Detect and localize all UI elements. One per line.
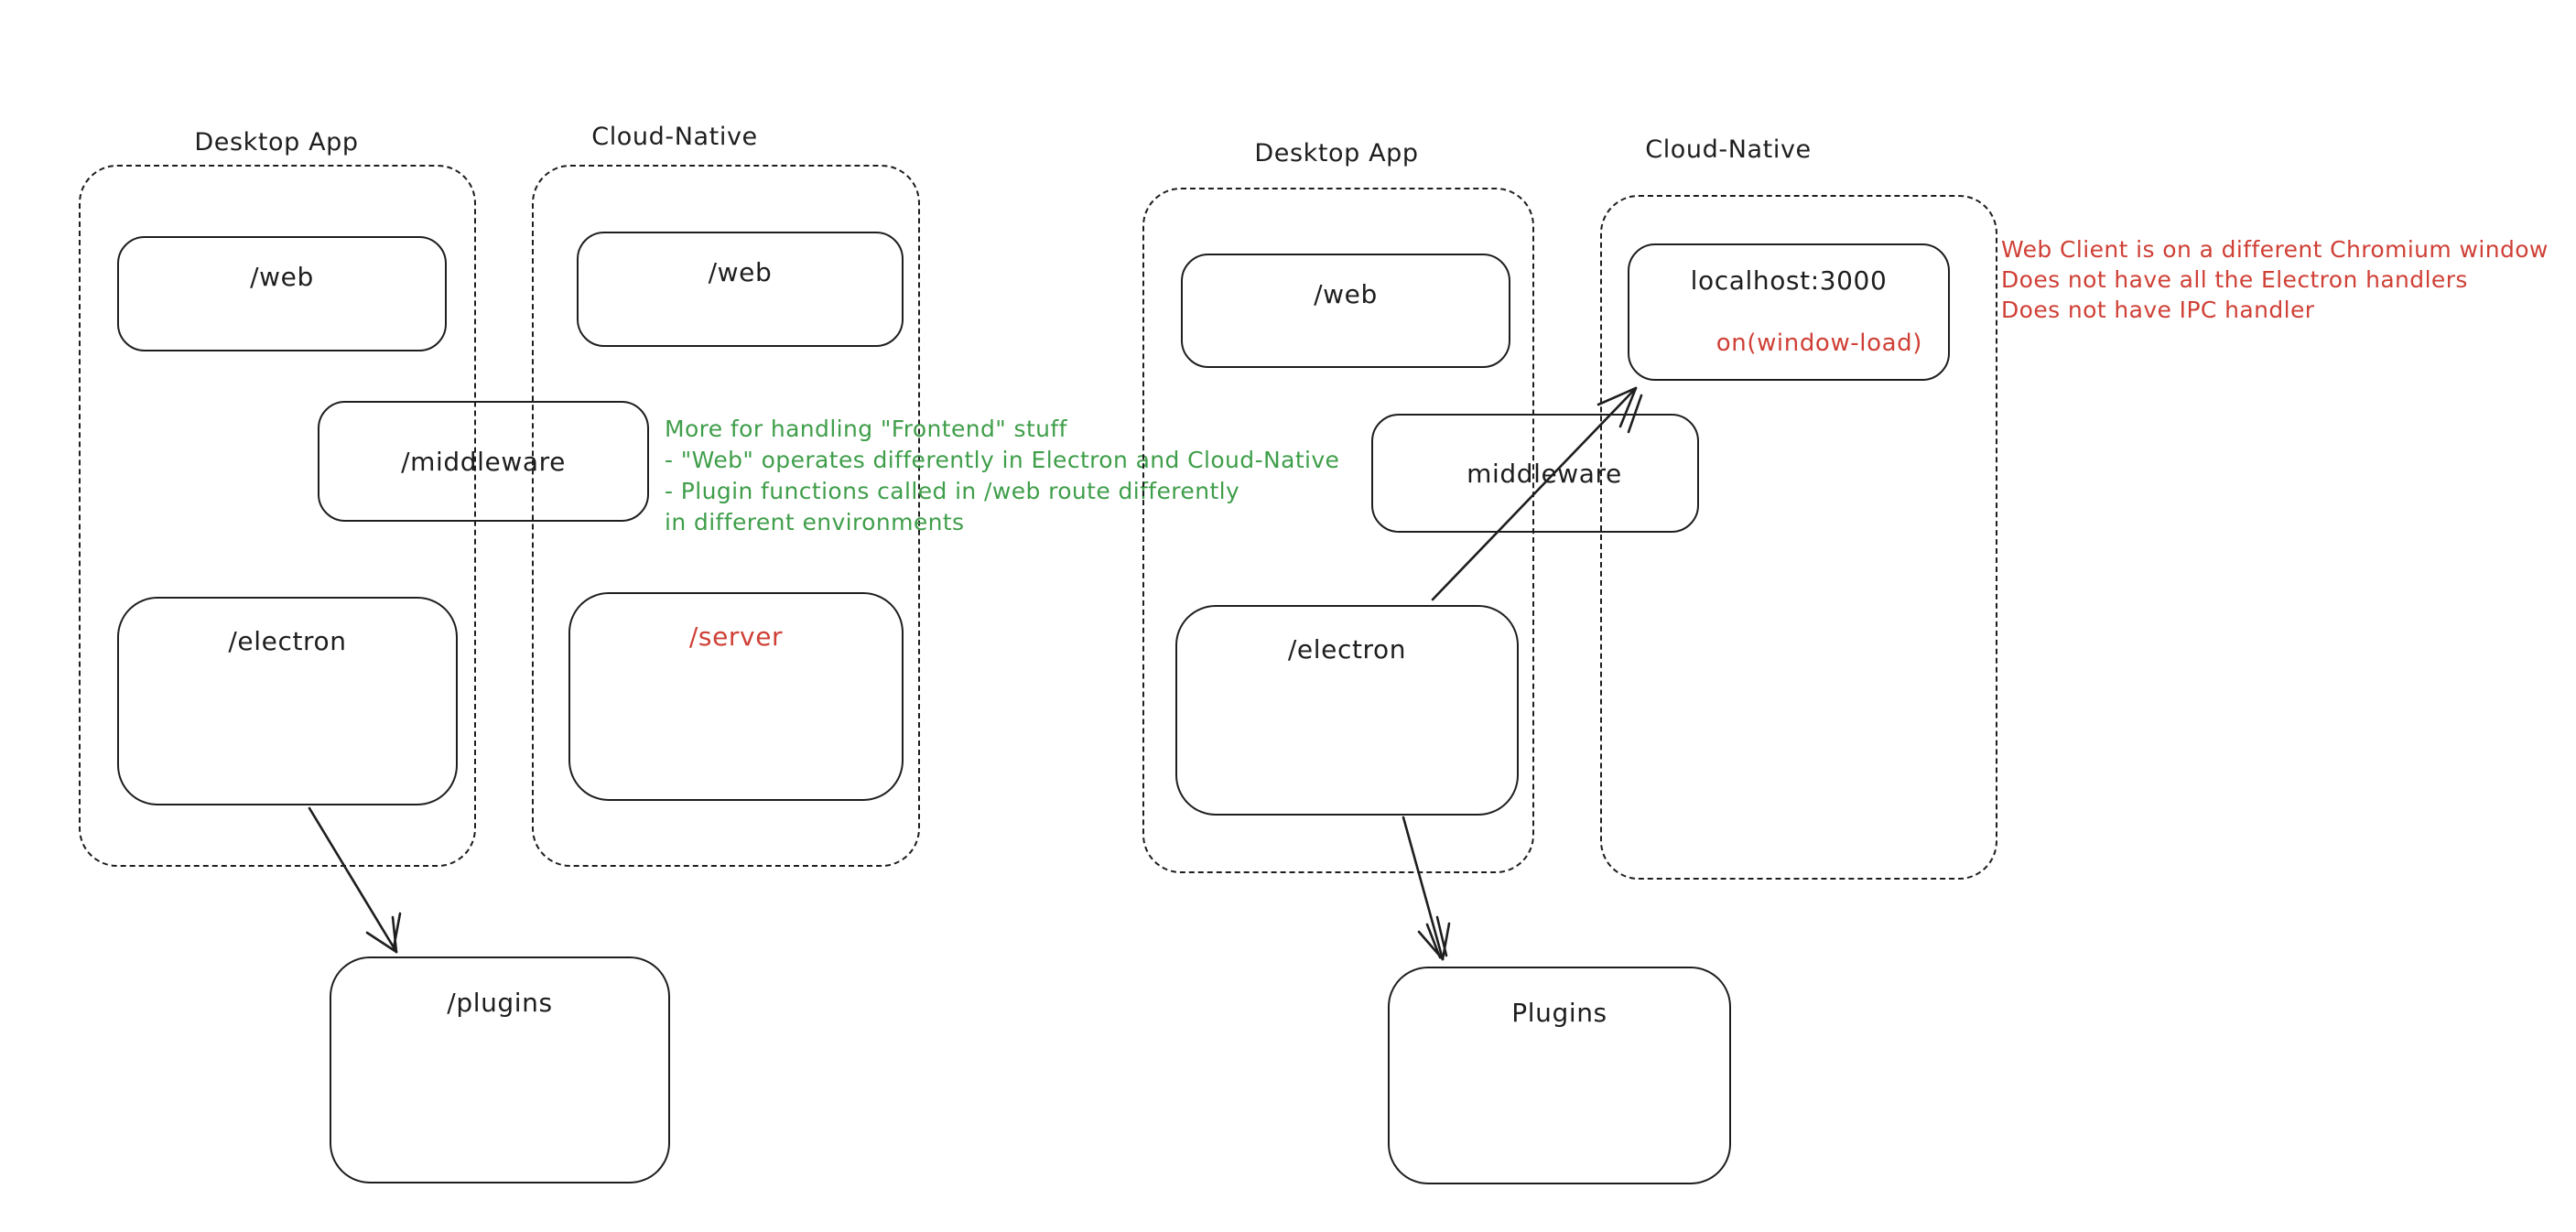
web-client-annotation-line-1: Web Client is on a different Chromium wi… xyxy=(2001,236,2549,263)
left-desktop-app-container xyxy=(79,165,476,867)
node-electron-left-label: /electron xyxy=(228,626,347,656)
right-desktop-app-label: Desktop App xyxy=(1254,139,1419,168)
node-server-left-label: /server xyxy=(688,621,784,652)
node-web-right: /web xyxy=(1181,254,1510,368)
node-web-cloud-left: /web xyxy=(577,232,904,347)
left-cloud-native-container xyxy=(532,165,920,867)
node-middleware-right: middleware xyxy=(1371,414,1699,533)
node-middleware-left: /middleware xyxy=(318,401,649,522)
node-plugins-right-label: Plugins xyxy=(1511,998,1607,1028)
web-client-annotation: Web Client is on a different Chromium wi… xyxy=(2001,234,2549,325)
web-client-annotation-line-3: Does not have IPC handler xyxy=(2001,297,2315,323)
web-client-annotation-line-2: Does not have all the Electron handlers xyxy=(2001,266,2468,293)
node-server-left: /server xyxy=(568,592,904,801)
node-web-desktop-left: /web xyxy=(117,236,447,351)
node-localhost-3000-label: localhost:3000 xyxy=(1690,265,1888,296)
node-plugins-left-label: /plugins xyxy=(447,988,553,1018)
left-cloud-native-label: Cloud-Native xyxy=(591,123,758,151)
node-middleware-right-label: middleware xyxy=(1467,458,1622,489)
left-desktop-app-label: Desktop App xyxy=(194,128,359,157)
node-electron-right: /electron xyxy=(1175,605,1519,816)
middleware-annotation-line-4: in different environments xyxy=(665,509,965,535)
node-web-right-label: /web xyxy=(1314,279,1378,309)
node-electron-right-label: /electron xyxy=(1287,634,1407,665)
node-web-desktop-left-label: /web xyxy=(250,262,314,292)
middleware-annotation-line-2: - "Web" operates differently in Electron… xyxy=(665,447,1340,473)
node-middleware-left-label: /middleware xyxy=(401,446,566,477)
node-web-cloud-left-label: /web xyxy=(708,257,773,287)
node-plugins-left: /plugins xyxy=(330,956,670,1183)
node-electron-left: /electron xyxy=(117,597,458,805)
on-window-load-label: on(window-load) xyxy=(1716,330,1922,357)
middleware-annotation-line-1: More for handling "Frontend" stuff xyxy=(665,416,1067,442)
node-localhost-3000: localhost:3000 on(window-load) xyxy=(1628,243,1950,381)
node-plugins-right: Plugins xyxy=(1388,967,1731,1184)
right-cloud-native-label: Cloud-Native xyxy=(1645,135,1812,164)
